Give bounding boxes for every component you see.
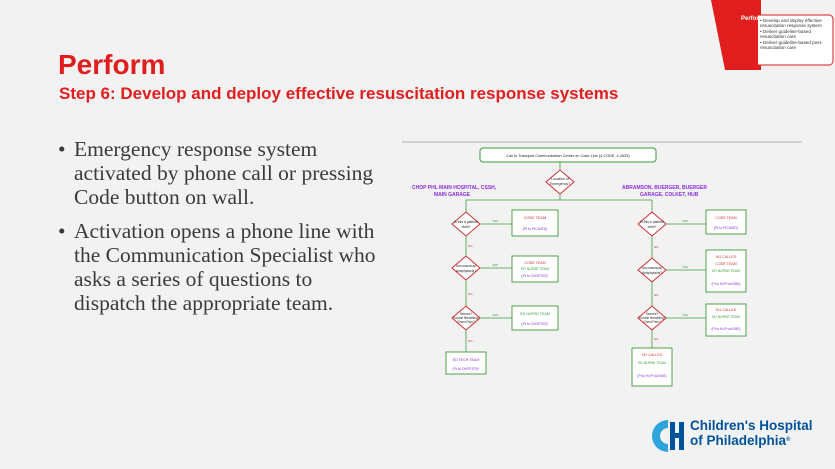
left-yes-2: YES bbox=[492, 263, 498, 267]
right-box-1-title: CODE TEAM bbox=[715, 216, 736, 220]
right-box-2 bbox=[705, 249, 747, 293]
right-box-1-sub: (Pt to PICU/ED) bbox=[714, 226, 738, 230]
right-box-2-call: 911 CALLED bbox=[716, 255, 737, 259]
left-q1-text-2: child? bbox=[462, 225, 471, 229]
slide-title: Perform bbox=[58, 49, 166, 80]
right-q3-text-1: Seizure? bbox=[646, 312, 659, 316]
left-no-1: NO bbox=[468, 244, 473, 248]
right-heading-2: GARAGE, COLKET, HUB bbox=[640, 192, 699, 198]
right-box-2-mid: ED NURSE TEAM bbox=[712, 269, 740, 273]
left-q2-text-2: Anaphylaxis? bbox=[456, 269, 476, 273]
right-box-1 bbox=[705, 209, 747, 235]
right-box-4 bbox=[631, 347, 673, 387]
right-box-4-call: 911 CALLED bbox=[642, 353, 663, 357]
corner-tab-item: • Deliver guideline-based resuscitation … bbox=[760, 28, 811, 40]
right-q2-text-1: Unconscious/ bbox=[642, 266, 662, 270]
right-box-3-call: 911 CALLED bbox=[716, 308, 737, 312]
bullet-list: Emergency response system activated by p… bbox=[58, 137, 378, 325]
left-box-4 bbox=[445, 351, 487, 375]
right-yes-3: YES bbox=[682, 313, 688, 317]
bullet-item: Activation opens a phone line with the C… bbox=[58, 219, 378, 315]
left-q1-diamond bbox=[451, 211, 481, 237]
left-box-2-sub: (Pt to CHOP ED)* bbox=[522, 274, 550, 278]
left-heading-2: MAIN GARAGE bbox=[434, 192, 471, 198]
right-box-4-title: ED NURSE TEAM bbox=[638, 361, 666, 365]
left-q3-text-1: Seizure? bbox=[460, 312, 473, 316]
right-q2-text-2: Anaphylaxis? bbox=[642, 271, 662, 275]
left-yes-1: YES bbox=[492, 219, 498, 223]
left-box-3-title: ED NURSE TEAM bbox=[520, 312, 550, 316]
left-box-2-title: CODE TEAM bbox=[524, 261, 545, 265]
left-no-3: NO bbox=[468, 339, 473, 343]
chop-logo-line2: of Philadelphia bbox=[690, 433, 787, 448]
right-box-3-title: ED NURSE TEAM bbox=[712, 315, 740, 319]
right-no-2: NO bbox=[654, 293, 659, 297]
left-box-4-title: ED TECH TEAM bbox=[453, 358, 480, 362]
left-heading-1: CHOP PHL MAIN HOSPITAL, CSSH, bbox=[412, 185, 497, 191]
flowchart: Call to Transport Communication Center o… bbox=[402, 141, 802, 387]
right-q1-text-1: Is this a patient/ bbox=[640, 220, 664, 224]
left-box-1 bbox=[511, 209, 559, 237]
corner-tab-list: • Develop and deploy effective resuscita… bbox=[760, 18, 832, 50]
chop-logo-line1: Children's Hospital bbox=[690, 418, 813, 433]
right-yes-2: YES bbox=[682, 265, 688, 269]
right-box-2-sub: (Pt to HUP via EMS) bbox=[712, 282, 741, 286]
left-yes-3: YES bbox=[492, 313, 498, 317]
top-box bbox=[479, 147, 657, 163]
corner-tab-shape bbox=[711, 0, 834, 70]
right-q1-diamond bbox=[637, 211, 667, 237]
left-box-1-sub: (Pt to PICU/ED) bbox=[523, 227, 548, 231]
chop-logo-mark-icon bbox=[652, 420, 684, 452]
left-q2-diamond bbox=[451, 255, 481, 281]
corner-tab-item: • Develop and deploy effective resuscita… bbox=[760, 18, 822, 29]
right-no-3: NO bbox=[654, 337, 659, 341]
right-no-1: NO bbox=[654, 245, 659, 249]
corner-tab: Perform • Develop and deploy effective r… bbox=[711, 0, 835, 70]
left-q2-text-1: Unconscious/ bbox=[456, 264, 476, 268]
right-yes-1: YES bbox=[682, 219, 688, 223]
right-q3-text-3: Chest Pain? bbox=[643, 320, 661, 324]
chop-logo-line2-wrap: of Philadelphia® bbox=[690, 433, 812, 448]
right-box-4-sub: (Pt to HUP via EMS) bbox=[638, 374, 667, 378]
location-text-2: Emergency? bbox=[550, 182, 570, 186]
left-q3-text-2: Trouble Breathing? bbox=[453, 316, 480, 320]
right-box-3 bbox=[705, 303, 747, 337]
left-box-2 bbox=[511, 255, 559, 283]
right-box-2-title: CODE TEAM bbox=[715, 262, 736, 266]
left-box-3-sub: (Pt to CHOP ED)* bbox=[522, 322, 550, 326]
left-box-2-mid: ED NURSE TEAM bbox=[521, 267, 549, 271]
right-heading-1: ABRAMSON, BUERGER, BUERGER bbox=[622, 185, 707, 191]
corner-tab-title: Perform bbox=[741, 16, 765, 22]
left-box-1-title: CODE TEAM bbox=[524, 216, 547, 220]
left-box-4-sub: (Pt to CHOP ED)* bbox=[453, 367, 481, 371]
right-q3-text-2: Trouble Breathing? bbox=[639, 316, 666, 320]
left-box-3 bbox=[511, 305, 559, 331]
chop-logo-text: Children's Hospital of Philadelphia® bbox=[690, 418, 812, 448]
chop-logo-registered: ® bbox=[786, 437, 791, 443]
location-text-1: Location of bbox=[551, 177, 569, 181]
right-q2-diamond bbox=[637, 257, 667, 283]
corner-tab-item: • Deliver guideline-based post-resuscita… bbox=[760, 39, 823, 51]
right-q1-text-2: child? bbox=[648, 225, 657, 229]
left-no-2: NO bbox=[468, 292, 473, 296]
right-box-3-sub: (Pt to HUP via EMS) bbox=[712, 327, 741, 331]
bullet-item: Emergency response system activated by p… bbox=[58, 137, 378, 209]
chop-logo: Children's Hospital of Philadelphia® bbox=[648, 416, 823, 456]
left-q1-text-1: Is this a patient/ bbox=[454, 220, 478, 224]
top-box-text: Call to Transport Communication Center o… bbox=[506, 154, 630, 158]
left-q3-text-3: Chest Pain? bbox=[457, 320, 475, 324]
slide-subtitle: Step 6: Develop and deploy effective res… bbox=[59, 84, 619, 103]
